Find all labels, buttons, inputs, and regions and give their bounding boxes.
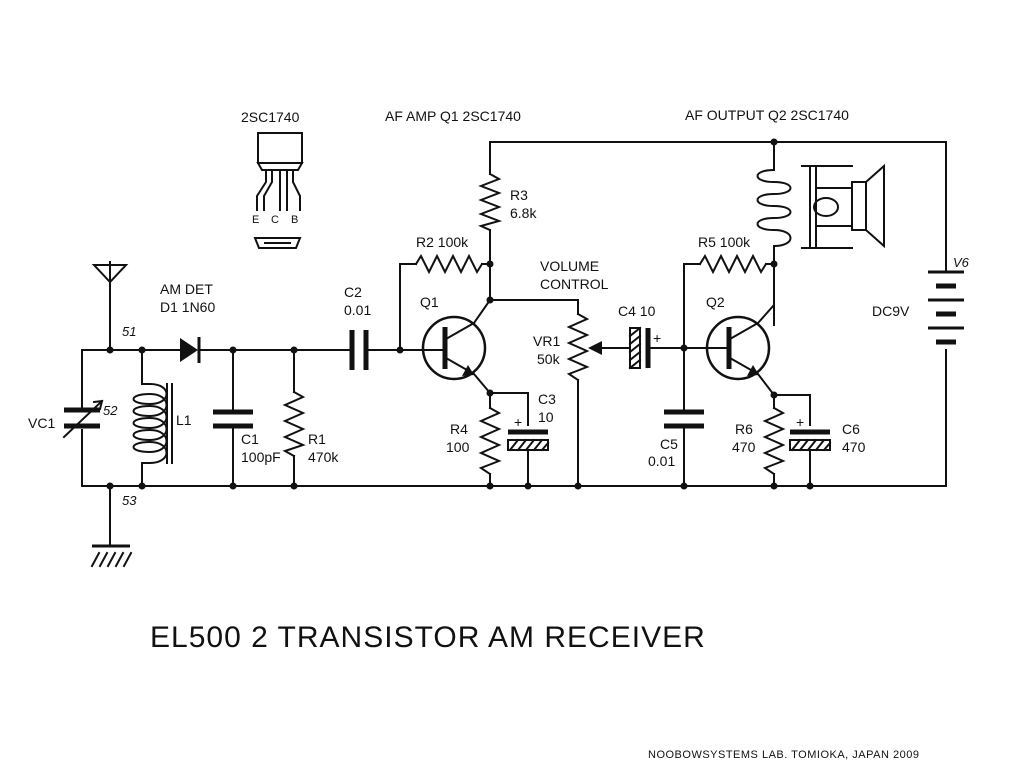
pin-c-label: C	[271, 214, 279, 226]
r3-resistor	[478, 172, 503, 232]
c4-label: C4 10	[618, 303, 656, 319]
c5-name-label: C5	[660, 436, 678, 452]
c5-value-label: 0.01	[648, 453, 675, 469]
r3-value-label: 6.8k	[510, 205, 537, 221]
volume-control-line1: VOLUME	[540, 258, 599, 274]
diagram-title: EL500 2 TRANSISTOR AM RECEIVER	[150, 621, 706, 654]
c5-capacitor	[664, 409, 704, 429]
l1-label: L1	[176, 412, 192, 428]
r4-value-label: 100	[446, 439, 470, 455]
ground-icon	[90, 544, 133, 568]
d1-diode	[180, 337, 201, 363]
vc1-label: VC1	[28, 415, 55, 431]
junction-dots	[106, 138, 814, 490]
vr1-potentiometer	[566, 312, 602, 382]
node-52-label: 52	[103, 403, 118, 418]
speaker-icon	[851, 163, 885, 249]
c1-capacitor	[213, 409, 253, 429]
r3-name-label: R3	[510, 187, 528, 203]
antenna-icon	[91, 264, 129, 284]
vc1-variable-capacitor	[62, 399, 104, 439]
pin-e-label: E	[252, 214, 259, 226]
r5-resistor	[698, 253, 768, 275]
pinout-part-label: 2SC1740	[241, 109, 300, 125]
q2-label: Q2	[706, 294, 725, 310]
af-amp-heading: AF AMP Q1 2SC1740	[385, 108, 521, 124]
r4-resistor	[478, 406, 502, 476]
credit-line: NOOBOWSYSTEMS LAB. TOMIOKA, JAPAN 2009	[648, 749, 919, 761]
r1-resistor	[282, 390, 306, 458]
c2-capacitor	[349, 330, 369, 370]
c3-plus-label: +	[514, 414, 522, 430]
c1-name-label: C1	[241, 431, 259, 447]
c3-electrolytic-capacitor	[507, 429, 550, 452]
c6-value-label: 470	[842, 439, 866, 455]
c6-name-label: C6	[842, 421, 860, 437]
af-output-heading: AF OUTPUT Q2 2SC1740	[685, 107, 849, 123]
c6-plus-label: +	[796, 414, 804, 430]
r2-resistor	[414, 253, 484, 275]
volume-control-line2: CONTROL	[540, 276, 609, 292]
battery-icon	[928, 270, 964, 345]
d1-label-line1: AM DET	[160, 281, 213, 297]
l1-coil	[132, 382, 173, 465]
q1-label: Q1	[420, 294, 439, 310]
q2-transistor	[705, 302, 776, 397]
d1-label-line2: D1 1N60	[160, 299, 215, 315]
c3-name-label: C3	[538, 391, 556, 407]
node-51-label: 51	[122, 324, 136, 339]
c6-electrolytic-capacitor	[789, 429, 832, 452]
q1-transistor	[421, 315, 492, 395]
pin-b-label: B	[291, 214, 298, 226]
c3-value-label: 10	[538, 409, 554, 425]
output-transformer	[756, 165, 853, 249]
r1-name-label: R1	[308, 431, 326, 447]
r6-resistor	[762, 406, 786, 476]
node-v6-label: V6	[953, 255, 970, 270]
r4-name-label: R4	[450, 421, 468, 437]
c1-value-label: 100pF	[241, 449, 281, 465]
node-53-label: 53	[122, 493, 137, 508]
r6-name-label: R6	[735, 421, 753, 437]
c4-electrolytic-capacitor	[628, 326, 651, 370]
r6-value-label: 470	[732, 439, 756, 455]
r5-label: R5 100k	[698, 234, 751, 250]
r1-value-label: 470k	[308, 449, 339, 465]
c2-name-label: C2	[344, 284, 362, 300]
vr1-name-label: VR1	[533, 333, 560, 349]
vr1-value-label: 50k	[537, 351, 561, 367]
transistor-pinout: 2SC1740 E C B	[241, 109, 304, 249]
c4-plus-label: +	[653, 330, 661, 346]
battery-label: DC9V	[872, 303, 910, 319]
c2-value-label: 0.01	[344, 302, 371, 318]
r2-label: R2 100k	[416, 234, 469, 250]
